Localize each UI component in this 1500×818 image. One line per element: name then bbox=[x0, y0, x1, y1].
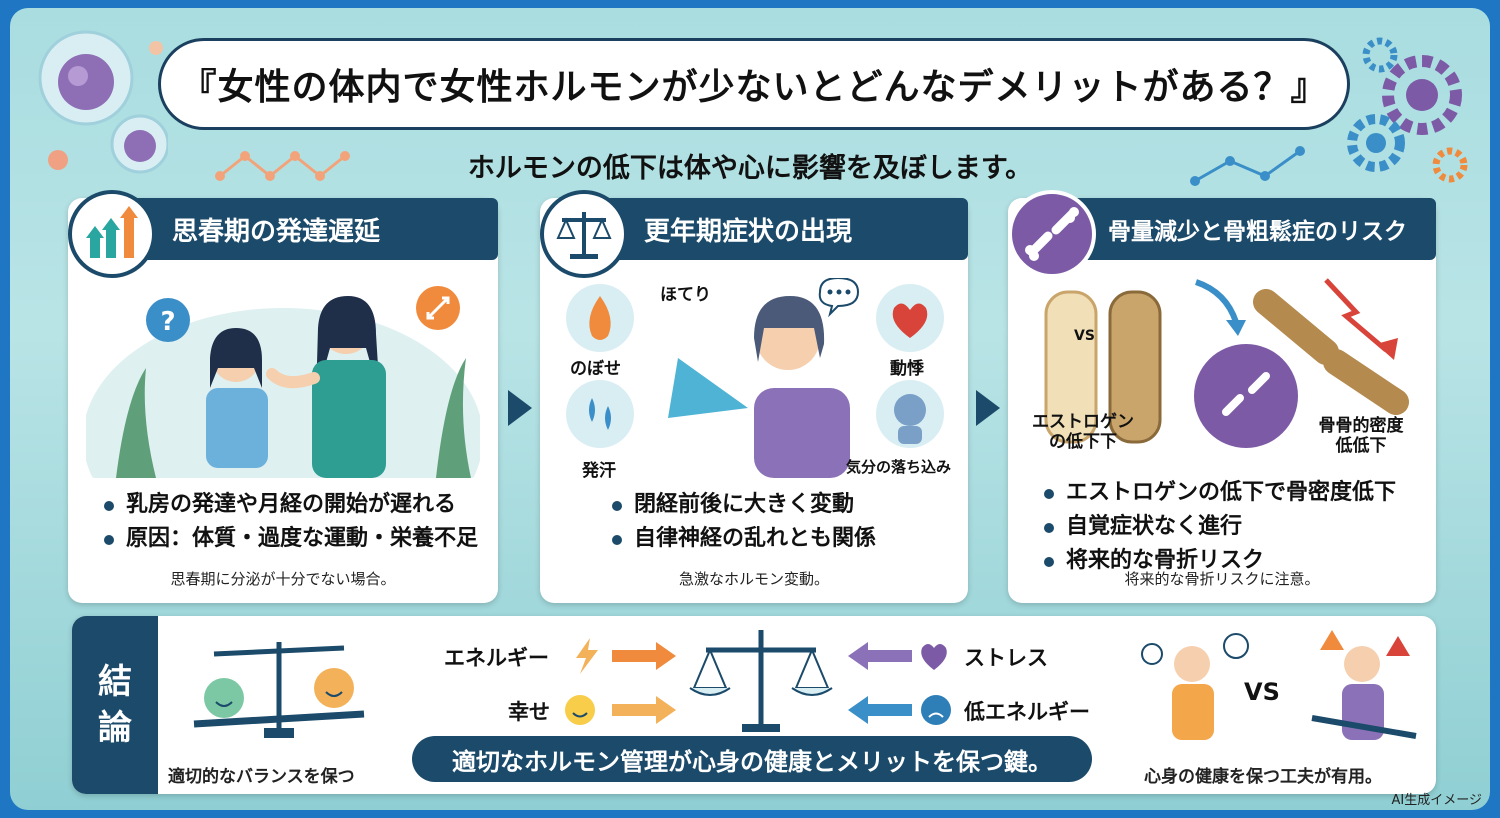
bullet-list: 乳房の発達や月経の開始が遅れる 原因：体質・過度な運動・栄養不足 bbox=[102, 488, 488, 556]
card-heading: 思春期の発達遅延 bbox=[110, 198, 498, 260]
conclusion-banner: 適切なホルモン管理が心身の健康とメリットを保つ鍵。 bbox=[412, 736, 1092, 782]
bullet-item: 閉経前後に大きく変動 bbox=[610, 488, 958, 522]
bullet-item: 原因：体質・過度な運動・栄養不足 bbox=[102, 522, 488, 556]
conclusion-panel: 結 論 適切的なバランスを保つ エネルギー 幸せ bbox=[72, 616, 1436, 794]
balance-scale-icon bbox=[193, 642, 365, 738]
balance-scale-icon bbox=[689, 630, 833, 732]
gear-icon bbox=[1347, 37, 1468, 183]
palpitation-label: 動悸 bbox=[890, 359, 924, 379]
bullet-list: 閉経前後に大きく変動 自律神経の乱れとも関係 bbox=[610, 488, 958, 556]
menopause-illustration bbox=[558, 278, 950, 478]
bullet-item: 乳房の発達や月経の開始が遅れる bbox=[102, 488, 488, 522]
card-note: 急激なホルモン変動。 bbox=[678, 570, 829, 588]
low-energy-label: 低エネルギー bbox=[964, 700, 1090, 724]
flow-arrow-icon bbox=[508, 390, 532, 426]
growth-arrows-icon bbox=[68, 190, 156, 278]
density-label: 骨骨的密度 低低下 bbox=[1318, 416, 1404, 456]
vs-label: VS bbox=[1244, 678, 1280, 706]
molecule-icon bbox=[215, 151, 350, 181]
self-care-illustration bbox=[1141, 630, 1417, 740]
bullet-item: エストロゲンの低下で骨密度低下 bbox=[1042, 476, 1426, 510]
card-puberty: 思春期の発達遅延 ? bbox=[68, 190, 498, 603]
card-bone-loss: 骨量減少と骨粗鬆症のリスク VS エストロゲン の低下 bbox=[1008, 190, 1436, 603]
page-title: 『女性の体内で女性ホルモンが少ないとどんなデメリットがある？』 bbox=[158, 38, 1350, 130]
vs-label: VS bbox=[1074, 328, 1095, 344]
bullet-item: 自律神経の乱れとも関係 bbox=[610, 522, 958, 556]
smile-icon bbox=[565, 695, 676, 725]
card-heading: 更年期症状の出現 bbox=[582, 198, 968, 260]
card-heading: 骨量減少と骨粗鬆症のリスク bbox=[1050, 198, 1436, 260]
lightning-icon bbox=[576, 638, 676, 674]
conclusion-tag-char: 論 bbox=[98, 708, 132, 748]
puberty-illustration: ? bbox=[86, 278, 480, 478]
svg-text:?: ? bbox=[160, 307, 175, 337]
ai-generated-label: AI生成イメージ bbox=[1391, 793, 1482, 808]
broken-heart-icon bbox=[848, 642, 947, 670]
bullet-item: 自覚症状なく進行 bbox=[1042, 510, 1426, 544]
self-care-label: 心身の健康を保つ工夫が有用。 bbox=[1144, 767, 1382, 787]
card-note: 将来的な骨折リスクに注意。 bbox=[1124, 570, 1320, 588]
bullet-item: 将来的な骨折リスク bbox=[1042, 544, 1426, 578]
bone-illustration bbox=[1026, 272, 1418, 472]
sweat-label: 発汗 bbox=[582, 461, 616, 481]
stress-label: ストレス bbox=[964, 646, 1048, 670]
hot-flush-label: ほてり bbox=[660, 285, 711, 305]
balance-label: 適切的なバランスを保つ bbox=[168, 767, 355, 787]
balance-scale-icon bbox=[540, 190, 628, 278]
broken-bone-icon bbox=[1008, 190, 1096, 278]
nobose-label: のぼせ bbox=[570, 359, 621, 379]
estrogen-label: エストロゲン の低下下 bbox=[1032, 412, 1134, 452]
sad-face-icon bbox=[848, 695, 951, 725]
conclusion-tag: 結 論 bbox=[72, 616, 158, 794]
infographic-frame: 『女性の体内で女性ホルモンが少ないとどんなデメリットがある？』 ホルモンの低下は… bbox=[10, 8, 1490, 810]
molecule-icon bbox=[1190, 146, 1305, 186]
card-note: 思春期に分泌が十分でない場合。 bbox=[170, 570, 396, 588]
card-menopause: 更年期症状の出現 bbox=[540, 190, 968, 603]
happiness-label: 幸せ bbox=[508, 700, 550, 724]
conclusion-tag-char: 結 bbox=[98, 662, 132, 702]
page-subtitle: ホルモンの低下は体や心に影響を及ぼします。 bbox=[467, 153, 1033, 184]
cell-decoration-icon bbox=[38, 30, 168, 174]
flow-arrow-icon bbox=[976, 390, 1000, 426]
mood-label: 気分の落ち込み bbox=[846, 458, 952, 476]
energy-label: エネルギー bbox=[444, 646, 549, 670]
bullet-list: エストロゲンの低下で骨密度低下 自覚症状なく進行 将来的な骨折リスク bbox=[1042, 476, 1426, 578]
